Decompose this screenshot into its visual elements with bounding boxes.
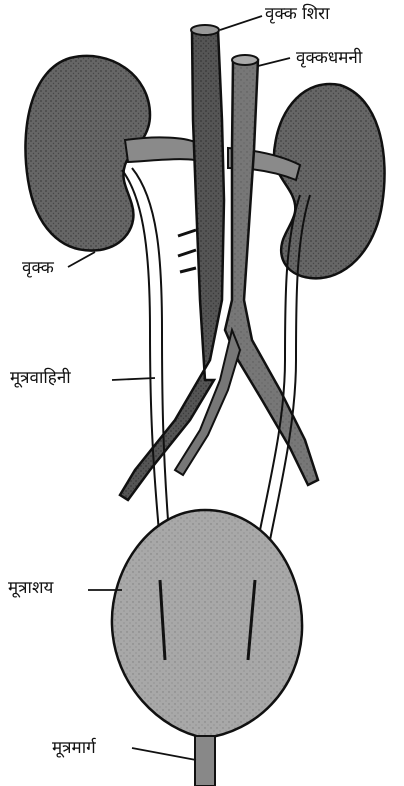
leader-renal-vein [220, 16, 262, 30]
leader-urethra [132, 748, 196, 760]
leader-renal-artery [258, 58, 290, 66]
side-branches [178, 230, 196, 272]
urinary-bladder [112, 510, 302, 738]
label-renal-artery: वृक्कधमनी [296, 48, 362, 68]
right-kidney [274, 84, 385, 278]
label-kidney: वृक्क [22, 258, 54, 278]
label-bladder: मूत्राशय [8, 578, 53, 598]
leader-ureter [112, 378, 155, 380]
label-urethra: मूत्रमार्ग [52, 738, 96, 758]
label-ureter: मूत्रवाहिनी [10, 368, 71, 388]
urethra [195, 736, 215, 786]
label-renal-vein: वृक्क शिरा [265, 4, 330, 24]
leader-kidney [68, 252, 95, 267]
